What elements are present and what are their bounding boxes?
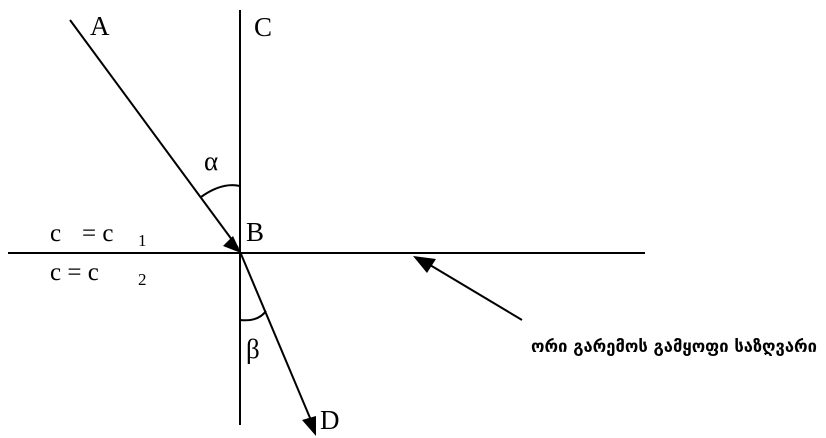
alpha-arc [200,184,241,198]
upper-medium-eq: = c [82,220,113,247]
label-alpha: α [204,146,218,176]
label-beta: β [246,334,260,364]
beta-arc [239,310,267,322]
refracted-ray [240,253,314,426]
annotation-arrowhead [413,256,436,273]
label-a: A [90,11,110,41]
refracted-arrowhead [302,416,316,436]
label-d: D [320,405,340,435]
lower-medium-label: c = c [50,259,99,286]
lower-medium-sub: 2 [138,270,147,289]
boundary-annotation: ორი გარემოს გამყოფი საზღვარი [531,337,817,357]
incident-arrowhead [223,236,241,253]
label-b: B [246,217,264,247]
label-c: C [254,12,272,42]
upper-medium-sub: 1 [138,231,147,250]
annotation-pointer [424,261,523,321]
incident-ray [69,19,239,249]
upper-medium-c: c [50,220,61,247]
